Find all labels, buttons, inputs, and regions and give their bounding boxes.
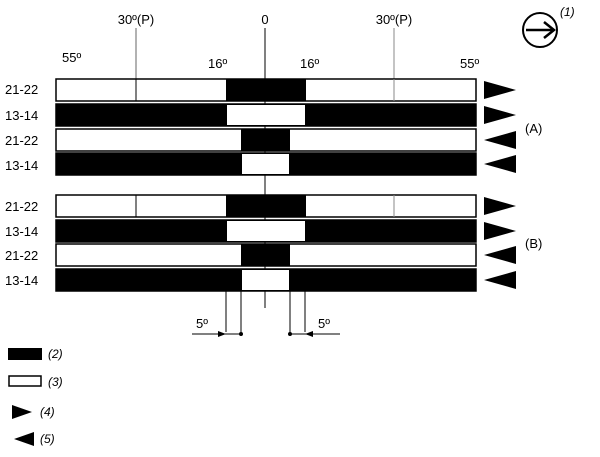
group-label-b: (B) xyxy=(525,236,542,251)
row-label: 21-22 xyxy=(5,133,38,148)
black-segment xyxy=(241,244,290,266)
white-segment xyxy=(227,105,305,125)
row-label: 13-14 xyxy=(5,158,38,173)
white-segment xyxy=(242,270,289,290)
right-arrow-icon xyxy=(484,197,516,215)
white-segment xyxy=(227,221,305,241)
right-arrow-icon xyxy=(484,81,516,99)
white-segment xyxy=(242,154,289,174)
group-label-a: (A) xyxy=(525,121,542,136)
row-a4: 13-14 xyxy=(5,152,516,176)
row-label: 21-22 xyxy=(5,248,38,263)
label-right-5: 5º xyxy=(318,316,330,331)
row-a1: 21-22 xyxy=(5,78,516,102)
left-arrow-icon xyxy=(484,131,516,149)
direction-arrow-icon xyxy=(522,12,558,48)
left-arrow-icon xyxy=(484,155,516,173)
legend-label: (4) xyxy=(40,405,55,419)
legend-white-box xyxy=(8,375,42,387)
row-b3: 21-22 xyxy=(5,243,516,267)
direction-ref-label: (1) xyxy=(560,5,575,19)
legend-black-box xyxy=(8,348,42,360)
row-label: 13-14 xyxy=(5,224,38,239)
left-arrow-icon xyxy=(484,246,516,264)
group-b: 21-22 13-14 21-22 13-14 (B) xyxy=(5,194,542,292)
black-segment xyxy=(226,79,306,101)
label-right-30: 30º(P) xyxy=(376,12,413,27)
label-left-55: 55º xyxy=(62,50,81,65)
row-b4: 13-14 xyxy=(5,268,516,292)
row-label: 13-14 xyxy=(5,273,38,288)
label-left-16: 16º xyxy=(208,56,227,71)
row-label: 13-14 xyxy=(5,108,38,123)
right-arrow-icon xyxy=(484,222,516,240)
label-left-30: 30º(P) xyxy=(118,12,155,27)
black-segment xyxy=(241,129,290,151)
dimension-right xyxy=(288,291,340,337)
legend-left-arrow-icon xyxy=(14,432,34,446)
black-segment xyxy=(226,195,306,217)
legend-label: (3) xyxy=(48,375,63,389)
row-label: 21-22 xyxy=(5,82,38,97)
legend-label: (2) xyxy=(48,347,63,361)
row-a3: 21-22 xyxy=(5,128,516,152)
label-zero: 0 xyxy=(261,12,268,27)
right-arrow-icon xyxy=(484,106,516,124)
dimension-left xyxy=(192,291,243,337)
row-b2: 13-14 xyxy=(5,219,516,243)
legend-right-arrow-icon xyxy=(12,405,32,419)
label-right-16: 16º xyxy=(300,56,319,71)
row-a2: 13-14 xyxy=(5,103,516,127)
label-left-5: 5º xyxy=(196,316,208,331)
label-right-55: 55º xyxy=(460,56,479,71)
row-label: 21-22 xyxy=(5,199,38,214)
legend: (2) (3) (4) (5) xyxy=(8,347,63,446)
left-arrow-icon xyxy=(484,271,516,289)
group-a: 21-22 13-14 21-22 13-14 (A) xyxy=(5,78,542,176)
legend-label: (5) xyxy=(40,432,55,446)
row-b1: 21-22 xyxy=(5,194,516,218)
